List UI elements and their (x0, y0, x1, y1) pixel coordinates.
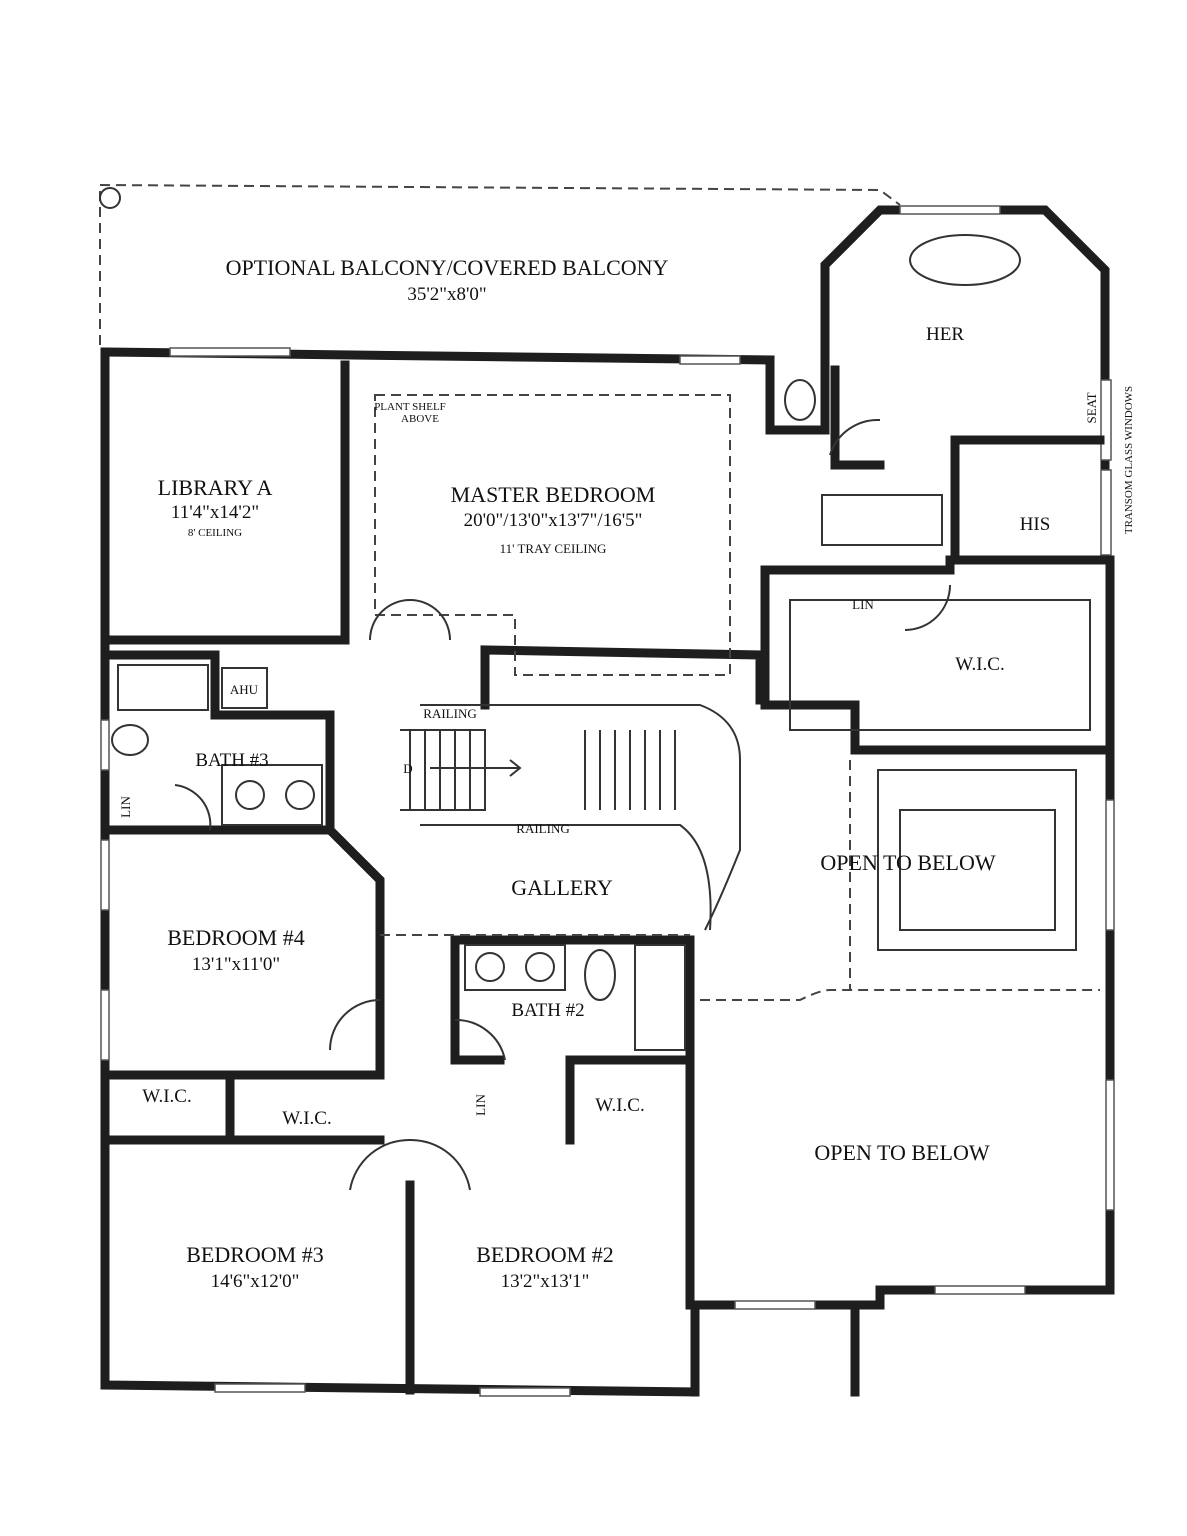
bedroom3-size: 14'6"x12'0" (211, 1271, 300, 1292)
her-label: HER (926, 324, 964, 345)
railing-top-label: RAILING (423, 706, 476, 721)
bedroom3-label: BEDROOM #3 (186, 1242, 324, 1267)
master-bedroom-size: 20'0"/13'0"x13'7"/16'5" (464, 510, 643, 531)
wic-master-label: W.I.C. (955, 654, 1004, 675)
lin-bath3-label: LIN (118, 796, 133, 818)
bedroom2-size: 13'2"x13'1" (501, 1271, 590, 1292)
railing-bottom-label: RAILING (516, 821, 569, 836)
bath2-label: BATH #2 (511, 1000, 584, 1021)
stair-down-label: D (403, 761, 412, 776)
library-label: LIBRARY A (158, 475, 273, 500)
gallery-label: GALLERY (511, 875, 613, 900)
doors (174, 418, 951, 1191)
bedroom4-label: BEDROOM #4 (167, 925, 305, 950)
windows (100, 205, 1115, 1397)
master-bedroom-ceiling: 11' TRAY CEILING (500, 541, 607, 556)
balcony-label: OPTIONAL BALCONY/COVERED BALCONY (226, 255, 669, 280)
ahu-label: AHU (230, 682, 259, 697)
open-to-below-label-2: OPEN TO BELOW (814, 1140, 989, 1165)
fixtures (111, 234, 1100, 1051)
exterior-walls (100, 205, 1115, 1397)
bath3-label: BATH #3 (195, 750, 268, 771)
plant-shelf-label-2: ABOVE (401, 413, 439, 425)
wic-bedroom4-label: W.I.C. (142, 1086, 191, 1107)
interior-walls (100, 360, 1110, 1395)
library-ceiling: 8' CEILING (188, 527, 242, 539)
wic-bedroom3-label: W.I.C. (282, 1108, 331, 1129)
open-to-below-label-1: OPEN TO BELOW (820, 850, 995, 875)
balcony-outline (99, 183, 901, 345)
his-label: HIS (1020, 514, 1051, 535)
wic-bedroom2-label: W.I.C. (595, 1095, 644, 1116)
room-labels: OPTIONAL BALCONY/COVERED BALCONY 35'2"x8… (118, 255, 1135, 1292)
bedroom2-label: BEDROOM #2 (476, 1242, 614, 1267)
seat-label: SEAT (1084, 392, 1099, 423)
lin-master-label: LIN (852, 597, 874, 612)
balcony-size: 35'2"x8'0" (407, 284, 486, 305)
transom-label: TRANSOM GLASS WINDOWS (1123, 386, 1135, 534)
library-size: 11'4"x14'2" (171, 502, 259, 523)
bedroom4-size: 13'1"x11'0" (192, 954, 280, 975)
master-bedroom-label: MASTER BEDROOM (451, 482, 656, 507)
lin-bath2-label: LIN (473, 1094, 488, 1116)
plant-shelf-label: PLANT SHELF (374, 401, 446, 413)
